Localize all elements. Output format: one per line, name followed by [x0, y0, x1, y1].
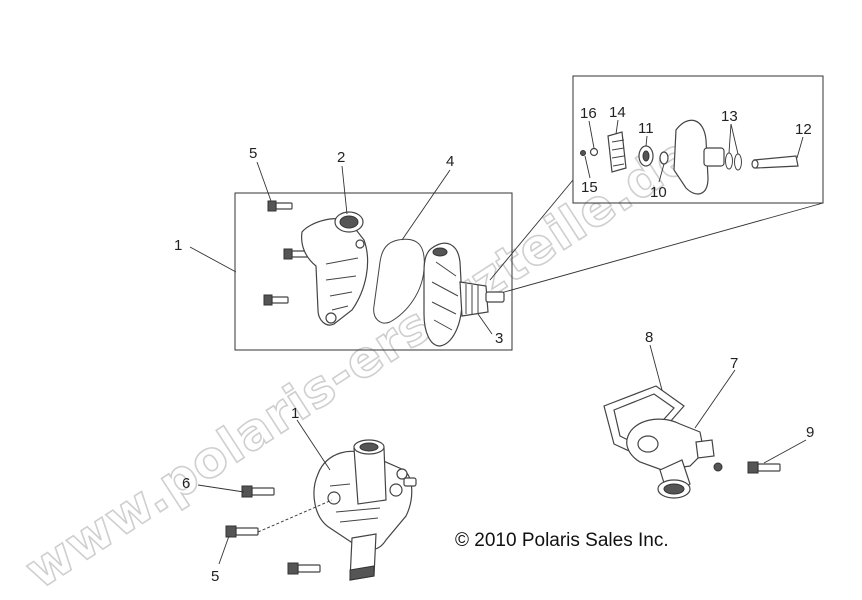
- shaft-12: [751, 155, 799, 169]
- callout-10: 10: [650, 184, 667, 201]
- bolt-6: [241, 485, 275, 498]
- callout-12: 12: [795, 121, 812, 138]
- leader-1a: [189, 246, 237, 273]
- washer-15: [580, 150, 586, 156]
- callout-5b: 5: [211, 568, 219, 585]
- leader-11: [645, 135, 648, 147]
- pump-assembly-lower: [313, 439, 417, 581]
- bolt-upper-3: [263, 294, 289, 306]
- thermostat-housing: [626, 418, 723, 499]
- bolt-9: [747, 461, 781, 474]
- callout-5a: 5: [249, 145, 257, 162]
- leader-5a: [256, 161, 272, 202]
- orings-13: [725, 152, 742, 171]
- leader-13b: [730, 123, 739, 155]
- callout-1a: 1: [174, 237, 182, 254]
- leader-6: [197, 484, 245, 493]
- leader-8: [649, 344, 663, 391]
- bolt-16: [589, 147, 599, 157]
- callout-7: 7: [730, 355, 738, 372]
- leader-2: [341, 165, 348, 215]
- callout-8: 8: [645, 329, 653, 346]
- callout-6: 6: [182, 475, 190, 492]
- callout-2: 2: [337, 149, 345, 166]
- leader-14: [615, 119, 619, 135]
- leader-5b: [218, 535, 230, 565]
- callout-11: 11: [638, 120, 654, 137]
- callout-4: 4: [446, 153, 454, 170]
- callout-1b: 1: [291, 405, 299, 422]
- bolt-upper-1: [267, 200, 293, 212]
- callout-14: 14: [609, 104, 626, 121]
- leader-3: [477, 313, 493, 335]
- bolt-5-lower: [225, 525, 259, 538]
- callout-15: 15: [581, 179, 598, 196]
- leader-16: [588, 120, 595, 149]
- leader-1b: [296, 419, 331, 471]
- callout-9: 9: [806, 424, 814, 441]
- leader-10: [658, 163, 665, 183]
- impeller-detail-box: [572, 75, 824, 204]
- callout-16: 16: [580, 105, 597, 122]
- seal-11: [638, 145, 654, 167]
- detail-leader-top: [489, 179, 574, 281]
- impeller-14: [607, 131, 627, 173]
- leader-4: [401, 169, 451, 241]
- leader-13a: [728, 123, 732, 154]
- copyright-text: © 2010 Polaris Sales Inc.: [455, 530, 669, 551]
- leader-12: [796, 136, 804, 159]
- ring-10: [659, 151, 669, 165]
- leader-7: [694, 369, 736, 429]
- impeller-plate: [673, 119, 725, 195]
- bolt-lower-3: [287, 562, 321, 575]
- callout-3: 3: [495, 330, 503, 347]
- detail-leader-bottom: [489, 202, 824, 297]
- alignment-line: [257, 499, 333, 533]
- leader-9: [763, 439, 807, 464]
- gasket: [373, 238, 425, 324]
- pump-housing: [301, 211, 369, 326]
- leader-15: [584, 155, 591, 179]
- callout-13: 13: [721, 108, 738, 125]
- impeller-housing: [423, 242, 505, 347]
